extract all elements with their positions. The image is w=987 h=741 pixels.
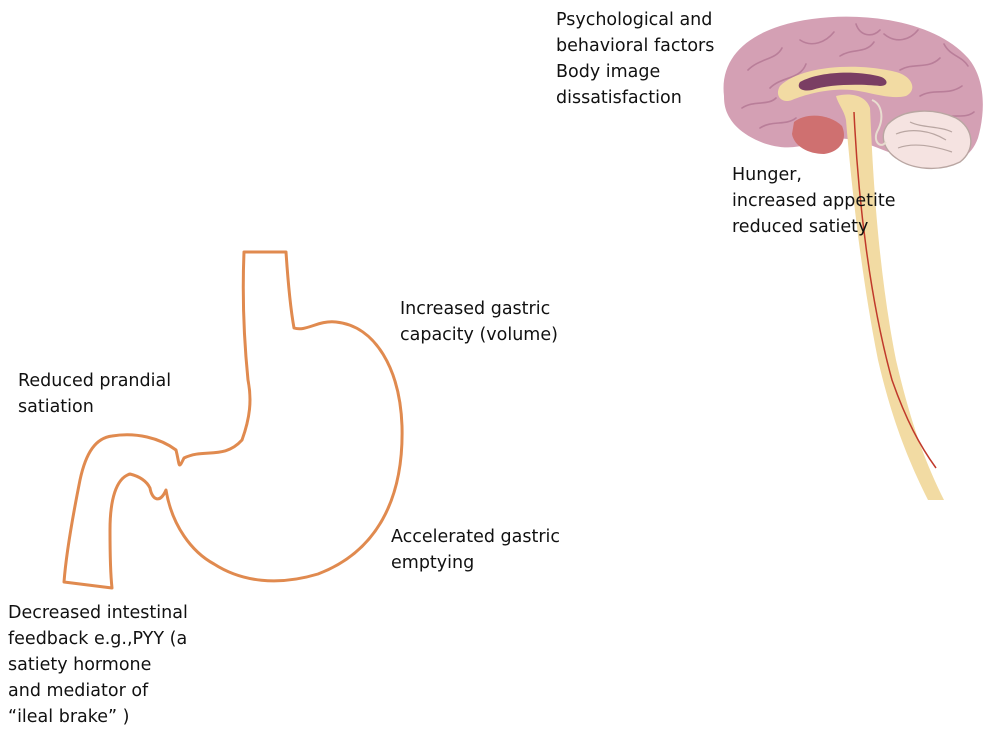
label-prandial-satiation: Reduced prandial satiation: [18, 368, 171, 420]
label-line: “ileal brake” ): [8, 704, 188, 730]
label-line: satiety hormone: [8, 652, 188, 678]
label-line: capacity (volume): [400, 322, 558, 348]
label-line: Decreased intestinal: [8, 600, 188, 626]
label-line: behavioral factors: [556, 33, 714, 59]
label-psychological-factors: Psychological and behavioral factors Bod…: [556, 7, 714, 111]
label-line: Increased gastric: [400, 296, 558, 322]
label-hunger: Hunger, increased appetite reduced satie…: [732, 162, 896, 240]
label-line: emptying: [391, 550, 560, 576]
label-line: increased appetite: [732, 188, 896, 214]
label-line: satiation: [18, 394, 171, 420]
label-line: reduced satiety: [732, 214, 896, 240]
label-line: Hunger,: [732, 162, 896, 188]
label-line: feedback e.g.,PYY (a: [8, 626, 188, 652]
label-line: Body image: [556, 59, 714, 85]
label-line: Accelerated gastric: [391, 524, 560, 550]
label-line: Psychological and: [556, 7, 714, 33]
label-gastric-emptying: Accelerated gastric emptying: [391, 524, 560, 576]
label-line: Reduced prandial: [18, 368, 171, 394]
label-line: dissatisfaction: [556, 85, 714, 111]
label-intestinal-feedback: Decreased intestinal feedback e.g.,PYY (…: [8, 600, 188, 730]
label-gastric-capacity: Increased gastric capacity (volume): [400, 296, 558, 348]
label-line: and mediator of: [8, 678, 188, 704]
